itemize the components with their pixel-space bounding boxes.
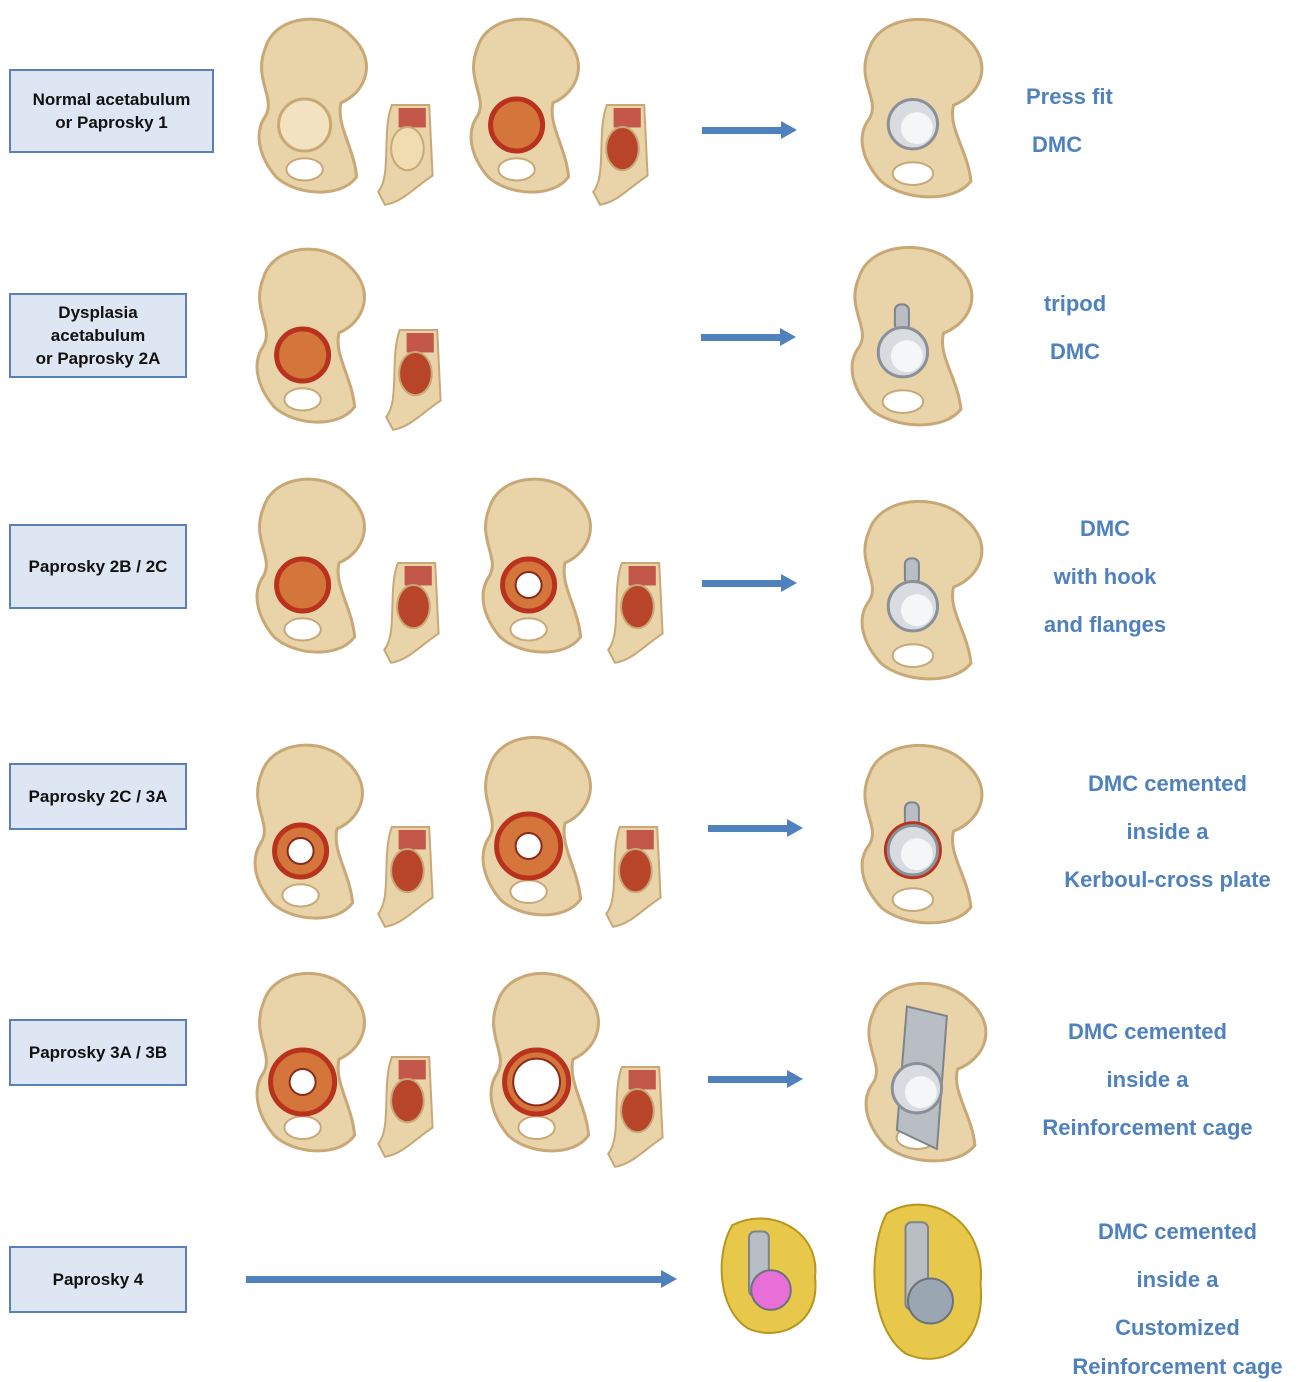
pelvis-illustration bbox=[474, 732, 604, 922]
classification-label: Paprosky 4 bbox=[9, 1246, 187, 1313]
treatment-line: Reinforcement cage bbox=[1035, 1104, 1260, 1152]
custom-cage-render bbox=[868, 1196, 993, 1371]
pelvis-illustration bbox=[482, 968, 612, 1158]
classification-label: Paprosky 3A / 3B bbox=[9, 1019, 187, 1086]
classification-label-text: Paprosky 2B / 2C bbox=[29, 555, 168, 578]
pelvis-implant-render bbox=[842, 242, 987, 432]
treatment-line: DMC bbox=[1030, 505, 1180, 553]
treatment-line: DMC bbox=[1010, 328, 1140, 376]
treatment-line: tripod bbox=[1010, 280, 1140, 328]
acetabulum-section-illustration bbox=[374, 558, 442, 666]
acetabulum-section-illustration bbox=[368, 100, 436, 208]
acetabulum-section-illustration bbox=[598, 558, 666, 666]
treatment-text: tripod DMC bbox=[1010, 280, 1140, 376]
acetabulum-section-illustration bbox=[368, 1052, 436, 1160]
treatment-text: DMC cemented inside a Customized Reinfor… bbox=[1060, 1208, 1295, 1382]
treatment-line: DMC cemented bbox=[1035, 1008, 1260, 1056]
treatment-line: and flanges bbox=[1030, 601, 1180, 649]
treatment-line: inside a bbox=[1060, 1256, 1295, 1304]
right-arrow-icon bbox=[702, 124, 797, 136]
classification-label: Dysplasia acetabulum or Paprosky 2A bbox=[9, 293, 187, 378]
pelvis-illustration bbox=[246, 740, 376, 925]
custom-cage-render bbox=[716, 1212, 826, 1342]
right-arrow-icon bbox=[701, 331, 796, 343]
classification-label: Paprosky 2C / 3A bbox=[9, 763, 187, 830]
acetabulum-section-illustration bbox=[368, 822, 436, 930]
classification-label-text: Paprosky 2C / 3A bbox=[29, 785, 168, 808]
treatment-text: DMC cemented inside a Reinforcement cage bbox=[1035, 1008, 1260, 1152]
classification-label: Paprosky 2B / 2C bbox=[9, 524, 187, 609]
acetabulum-section-illustration bbox=[376, 325, 444, 433]
classification-label-text: Normal acetabulum or Paprosky 1 bbox=[33, 88, 191, 134]
pelvis-implant-render bbox=[852, 496, 997, 686]
treatment-line: with hook bbox=[1030, 553, 1180, 601]
acetabulum-section-illustration bbox=[596, 822, 664, 930]
pelvis-implant-render bbox=[852, 740, 997, 930]
right-arrow-icon bbox=[708, 1073, 803, 1085]
treatment-line: Customized bbox=[1060, 1304, 1295, 1352]
pelvis-illustration bbox=[248, 244, 378, 429]
pelvis-illustration bbox=[474, 474, 604, 659]
right-arrow-icon bbox=[702, 577, 797, 589]
acetabulum-section-illustration bbox=[598, 1062, 666, 1170]
treatment-line: inside a bbox=[1035, 1056, 1260, 1104]
treatment-text: Press fit DMC bbox=[1010, 73, 1130, 169]
pelvis-illustration bbox=[248, 474, 378, 659]
classification-label-text: Paprosky 3A / 3B bbox=[29, 1041, 167, 1064]
treatment-text: DMC with hook and flanges bbox=[1030, 505, 1180, 649]
treatment-line: DMC cemented bbox=[1055, 760, 1280, 808]
pelvis-implant-render bbox=[852, 14, 997, 204]
treatment-line: Press fit bbox=[1010, 73, 1130, 121]
treatment-text: DMC cemented inside a Kerboul-cross plat… bbox=[1055, 760, 1280, 904]
classification-label: Normal acetabulum or Paprosky 1 bbox=[9, 69, 214, 153]
pelvis-illustration bbox=[250, 14, 380, 199]
pelvis-implant-render bbox=[856, 978, 1001, 1168]
acetabulum-section-illustration bbox=[583, 100, 651, 208]
treatment-line: DMC cemented bbox=[1060, 1208, 1295, 1256]
treatment-line: Reinforcement cage bbox=[1060, 1352, 1295, 1382]
pelvis-illustration bbox=[248, 968, 378, 1158]
treatment-line: DMC bbox=[1010, 121, 1130, 169]
classification-label-text: Paprosky 4 bbox=[53, 1268, 144, 1291]
treatment-line: Kerboul-cross plate bbox=[1055, 856, 1280, 904]
pelvis-illustration bbox=[462, 14, 592, 199]
right-arrow-icon bbox=[246, 1273, 678, 1285]
treatment-line: inside a bbox=[1055, 808, 1280, 856]
right-arrow-icon bbox=[708, 822, 803, 834]
classification-label-text: Dysplasia acetabulum or Paprosky 2A bbox=[36, 301, 161, 370]
